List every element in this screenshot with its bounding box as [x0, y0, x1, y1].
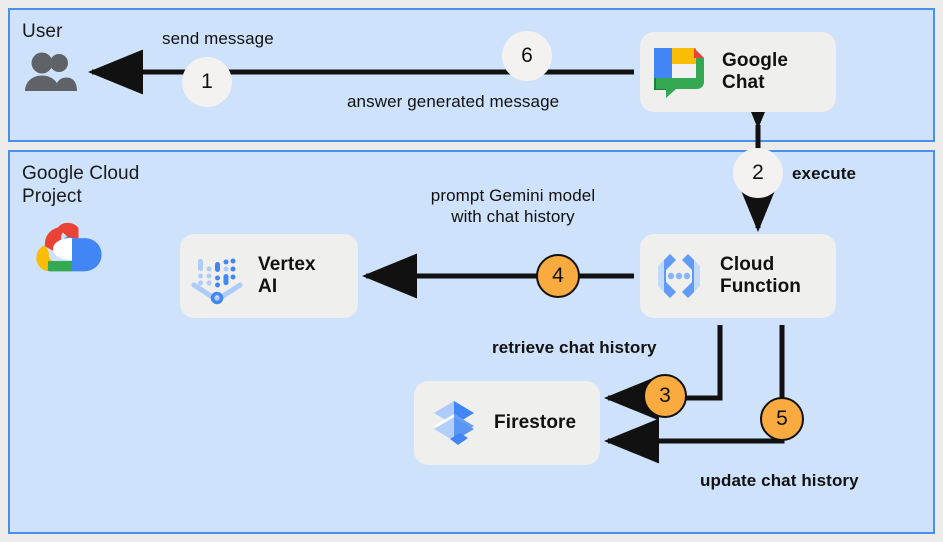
edge-label-send-message: send message [162, 29, 274, 48]
cloud-function-icon [650, 248, 708, 304]
node-firestore[interactable]: Firestore [414, 381, 600, 465]
step-badge-2[interactable]: 2 [733, 148, 783, 198]
google-chat-icon [650, 44, 708, 100]
step-badge-6[interactable]: 6 [502, 31, 552, 81]
edge-label-prompt-gemini-model: prompt Gemini model with chat history [430, 186, 596, 227]
node-vertex-ai[interactable]: Vertex AI [180, 234, 358, 318]
panel-user-label: User [22, 21, 63, 42]
panel-google-cloud-project-label: Google Cloud Project [22, 163, 140, 208]
step-badge-4[interactable]: 4 [536, 254, 580, 298]
step-badge-5[interactable]: 5 [760, 397, 804, 441]
google-cloud-icon [34, 218, 104, 276]
node-vertex-ai-label: Vertex AI [258, 253, 316, 297]
user-people-icon [22, 50, 78, 94]
edge-label-retrieve-chat-history: retrieve chat history [492, 338, 657, 357]
step-badge-1[interactable]: 1 [182, 57, 232, 107]
node-google-chat-label: Google Chat [722, 49, 789, 93]
vertex-ai-icon [190, 247, 244, 305]
node-firestore-label: Firestore [494, 411, 577, 433]
node-cloud-function-label: Cloud Function [720, 253, 802, 297]
node-google-chat[interactable]: Google Chat [640, 32, 836, 112]
edge-label-update-chat-history: update chat history [700, 471, 859, 490]
step-badge-3[interactable]: 3 [643, 374, 687, 418]
node-cloud-function[interactable]: Cloud Function [640, 234, 836, 318]
edge-label-execute: execute [792, 164, 857, 183]
firestore-icon [428, 395, 480, 451]
edge-label-answer-generated-message: answer generated message [347, 92, 560, 111]
